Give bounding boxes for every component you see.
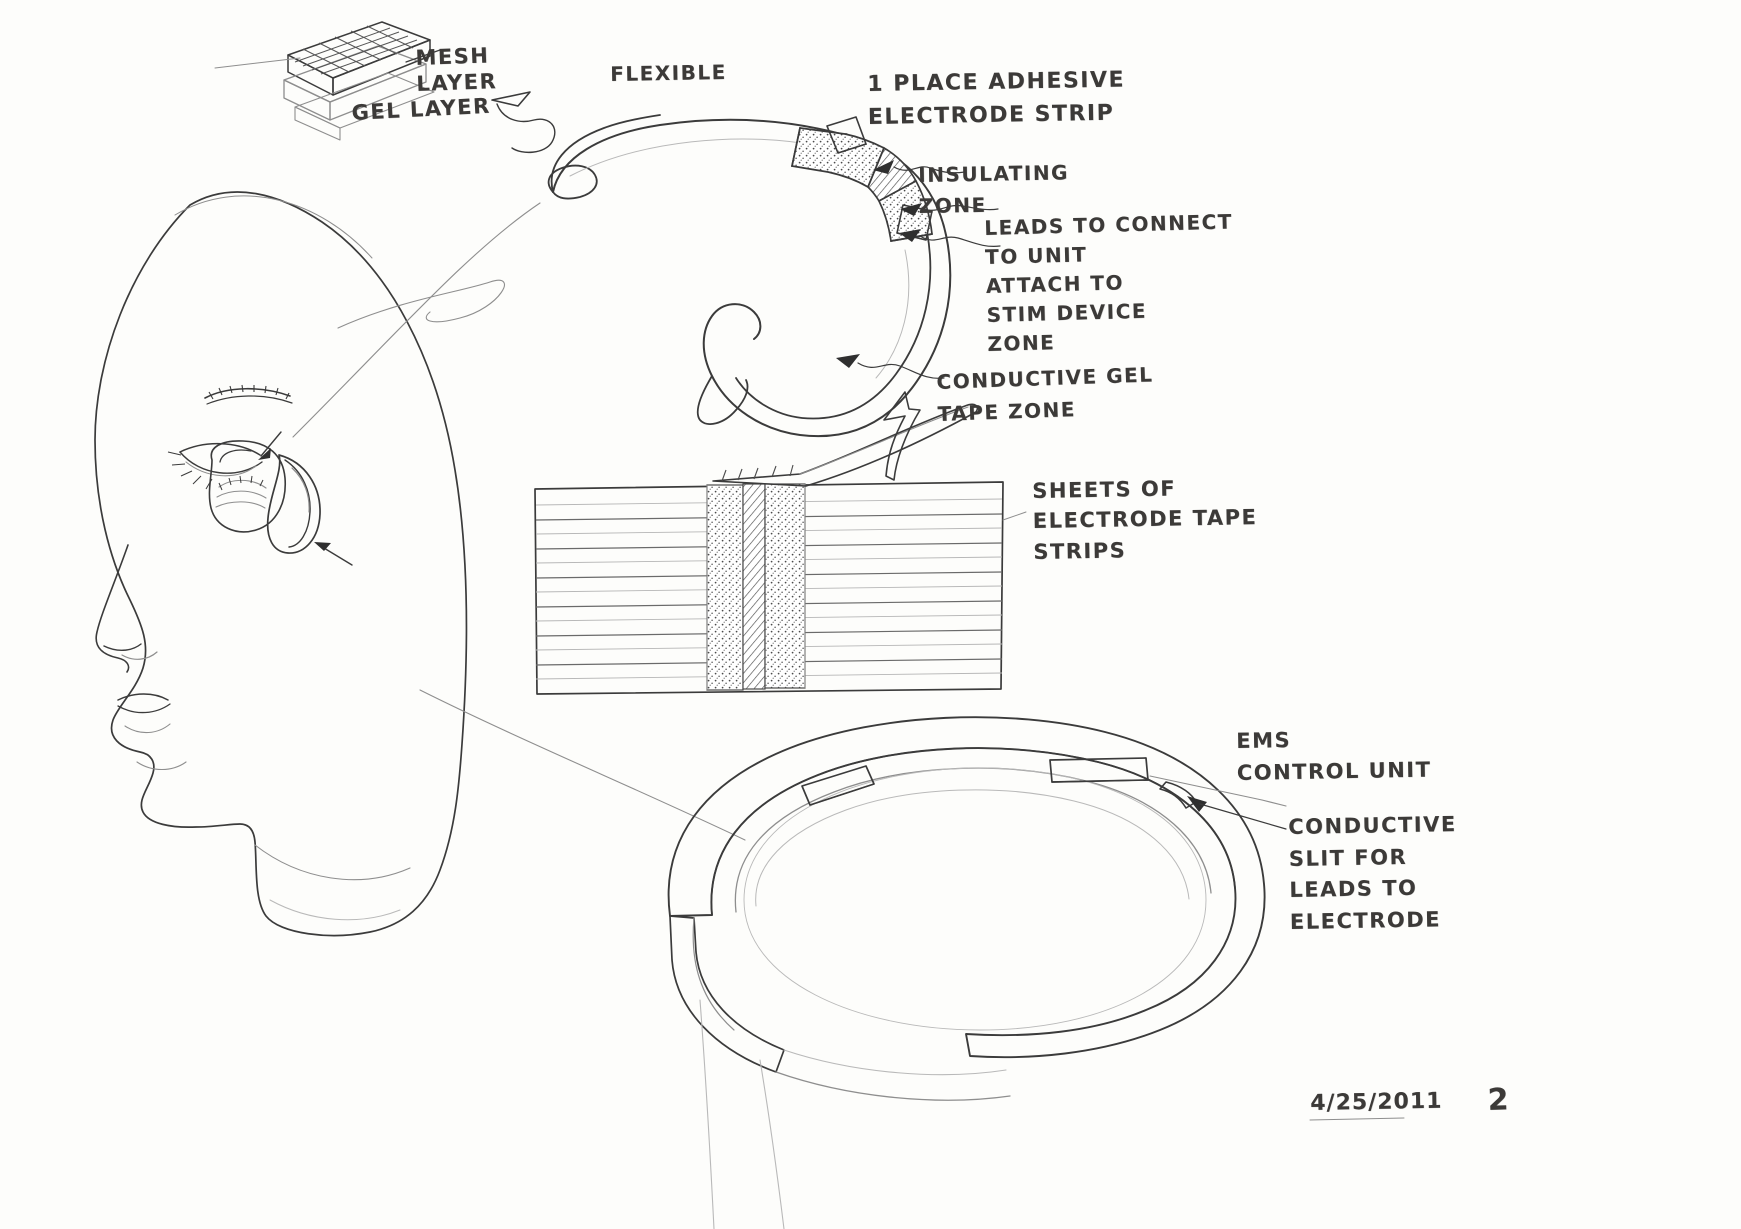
annotation-leads-to-connect: LEADS TO CONNECT TO UNIT ATTACH TO STIM …	[984, 209, 1234, 356]
annotation-conductive-slit: CONDUCTIVE SLIT FOR LEADS TO ELECTRODE	[1288, 812, 1457, 934]
control-unit-figure	[667, 716, 1287, 1229]
annotation-ems-control-unit: EMS CONTROL UNIT	[1236, 728, 1432, 785]
flexible-arrow	[491, 91, 556, 154]
headband-figure	[547, 114, 952, 438]
annotation-step-one: 1 PLACE ADHESIVE ELECTRODE STRIP	[867, 67, 1126, 130]
conductive-gel-arrow	[836, 354, 945, 379]
annotation-flexible: FLEXIBLE	[610, 59, 727, 86]
head-profile-figure	[94, 191, 468, 937]
annotation-mesh-layer: MESH LAYER	[415, 43, 498, 97]
annotation-sheets-of-tape: SHEETS OF ELECTRODE TAPE STRIPS	[1032, 476, 1258, 564]
annotation-conductive-gel: CONDUCTIVE GEL TAPE ZONE	[936, 362, 1154, 426]
sketch-date: 4/25/2011	[1310, 1088, 1443, 1116]
layer-block-figure	[214, 21, 441, 141]
ear-with-electrode	[208, 440, 321, 554]
page-number: 2	[1487, 1082, 1511, 1118]
tape-sheet-figure	[534, 391, 1004, 695]
headband-callout-arrows	[873, 160, 1001, 247]
